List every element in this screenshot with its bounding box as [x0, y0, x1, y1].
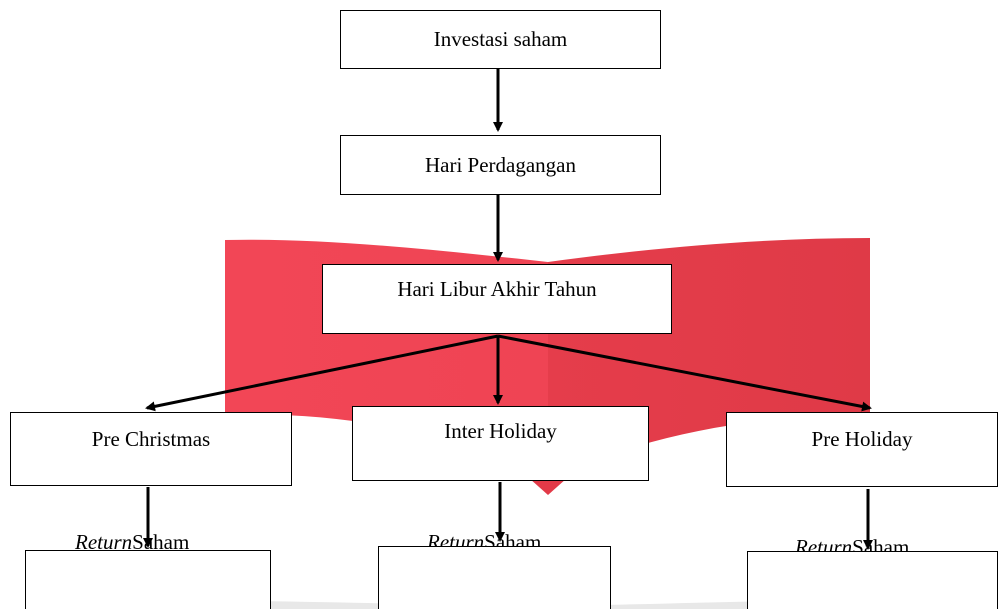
node-return-saham-box-middle [378, 546, 611, 609]
node-return-saham-box-left [25, 550, 271, 609]
node-return-saham-box-right [747, 551, 998, 609]
node-label: Hari Perdagangan [424, 152, 577, 177]
node-label: Hari Libur Akhir Tahun [397, 277, 597, 301]
node-pre-christmas: Pre Christmas [10, 412, 292, 486]
node-investasi-saham: Investasi saham [340, 10, 661, 69]
node-label: Pre Christmas [91, 427, 211, 451]
node-label: Investasi saham [433, 27, 568, 51]
node-inter-holiday: Inter Holiday [352, 406, 649, 481]
node-label: Pre Holiday [811, 427, 913, 451]
node-label: Inter Holiday [444, 419, 557, 443]
node-pre-holiday: Pre Holiday [726, 412, 998, 487]
node-hari-libur-akhir-tahun: Hari Libur Akhir Tahun [322, 264, 672, 334]
arrow-holiday-to-pre-christmas [145, 334, 499, 412]
arrow-holiday-to-pre-holiday [497, 334, 872, 412]
node-hari-perdagangan: Hari Perdagangan [340, 135, 661, 195]
